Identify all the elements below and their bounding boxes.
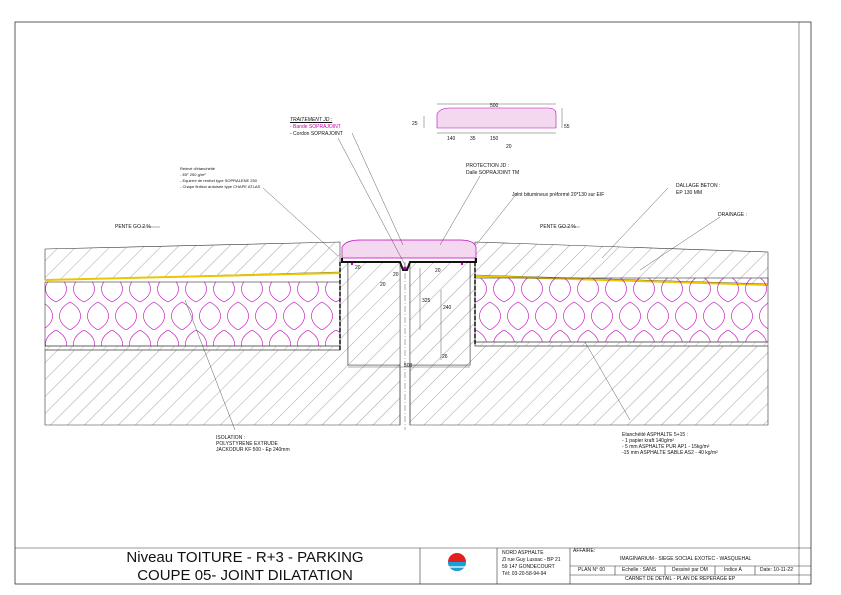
- dallage-title: DALLAGE BETON :: [676, 183, 721, 189]
- isolation-product: JACKODUR KF 500 - Ep 240mm: [216, 447, 290, 453]
- pente-left: PENTE GO 2 %: [115, 224, 151, 230]
- releve-4: - Chape finition ardoisée type CHAPE ATL…: [180, 184, 261, 189]
- drawing-title-line2: COUPE 05- JOINT DILATATION: [137, 567, 353, 584]
- scale: Echelle : SANS: [622, 567, 657, 573]
- protection-dalle: Dalle SOPRAJOINT TM: [466, 170, 520, 176]
- protection-title: PROTECTION JD :: [466, 163, 510, 169]
- title-block-grid: [15, 547, 811, 584]
- dim-top-55: 55: [564, 124, 570, 130]
- company-name: NORD ASPHALTE: [502, 550, 544, 556]
- dalle-soprajoint: [341, 239, 477, 259]
- insulation-right: [474, 277, 769, 343]
- drawing-date: Date: 10-11-22: [760, 567, 793, 573]
- dim-325: 325: [422, 298, 431, 304]
- company-phone: Tél: 03-20-58-94-94: [502, 571, 547, 577]
- dim-top-500: 500: [490, 103, 499, 109]
- dallage-ep: EP 130 MM: [676, 190, 703, 196]
- releve-3: - Equerre de renfort type SOPRALENE 250: [180, 178, 257, 183]
- drainage-label: DRAINAGE :: [718, 212, 747, 218]
- plan-number: PLAN N° 00: [578, 567, 606, 573]
- dim-20b: 20: [393, 272, 399, 278]
- plate-detail: [436, 107, 557, 129]
- insulation-left: [44, 281, 341, 347]
- etancheite-as2: -15 mm ASPHALTE SABLE AS2 - 40 kg/m²: [622, 450, 718, 456]
- dim-20a: 20: [355, 265, 361, 271]
- etancheite-kraft: - 1 papier kraft 140g/m²: [622, 438, 674, 444]
- releve-1: Relevé d'étanchéité: [180, 166, 216, 171]
- dim-top-150: 150: [490, 136, 499, 142]
- traitement-bande: - Bande SOPRAJOINT: [290, 124, 341, 130]
- dim-20c: 20: [435, 268, 441, 274]
- dim-top-20: 20: [506, 144, 512, 150]
- traitement-cordon: - Cordon SOPRAJOINT: [290, 131, 343, 137]
- drawing-title-line1: Niveau TOITURE - R+3 - PARKING: [126, 549, 364, 566]
- traitement-title: TRAITEMENT JD :: [290, 117, 333, 123]
- dim-500: 500: [404, 363, 413, 369]
- affaire-label: AFFAIRE:: [573, 548, 596, 554]
- dim-top-140: 140: [447, 136, 456, 142]
- joint-bitumineux: Joint bitumineux préformé 20*130 sur EIF: [512, 192, 605, 198]
- releve-2: - EIF 250 g/m²: [180, 172, 206, 177]
- pente-right: PENTE GO 2 %: [540, 224, 576, 230]
- company-address: Zl rue Guy Lussac - BP 21: [502, 557, 561, 563]
- affaire-value: IMAGINARIUM - SIEGE SOCIAL EXOTEC - WASQ…: [620, 556, 752, 562]
- company-logo: [444, 553, 472, 571]
- company-city: 59 147 GONDECOURT: [502, 564, 555, 570]
- revision: Indice A: [724, 567, 742, 573]
- dim-26: 26: [442, 354, 448, 360]
- etancheite-title: Etanchéité ASPHALTE 5+15 :: [622, 432, 688, 438]
- sheet-frame: [14, 21, 812, 585]
- isolation-type: POLYSTYRENE EXTRUDE: [216, 441, 278, 447]
- dim-top-35: 35: [470, 136, 476, 142]
- dim-240: 240: [443, 305, 452, 311]
- dim-20d: 20: [380, 282, 386, 288]
- drawn-by: Dessiné par DM: [672, 567, 708, 573]
- carnet-detail: CARNET DE DETAIL - PLAN DE REPERAGE EP: [625, 576, 736, 582]
- etancheite-ap1: - 5 mm ASPHALTE PUR AP1 - 15kg/m²: [622, 444, 710, 450]
- isolation-title: ISOLATION :: [216, 435, 246, 441]
- dim-top-25: 25: [412, 121, 418, 127]
